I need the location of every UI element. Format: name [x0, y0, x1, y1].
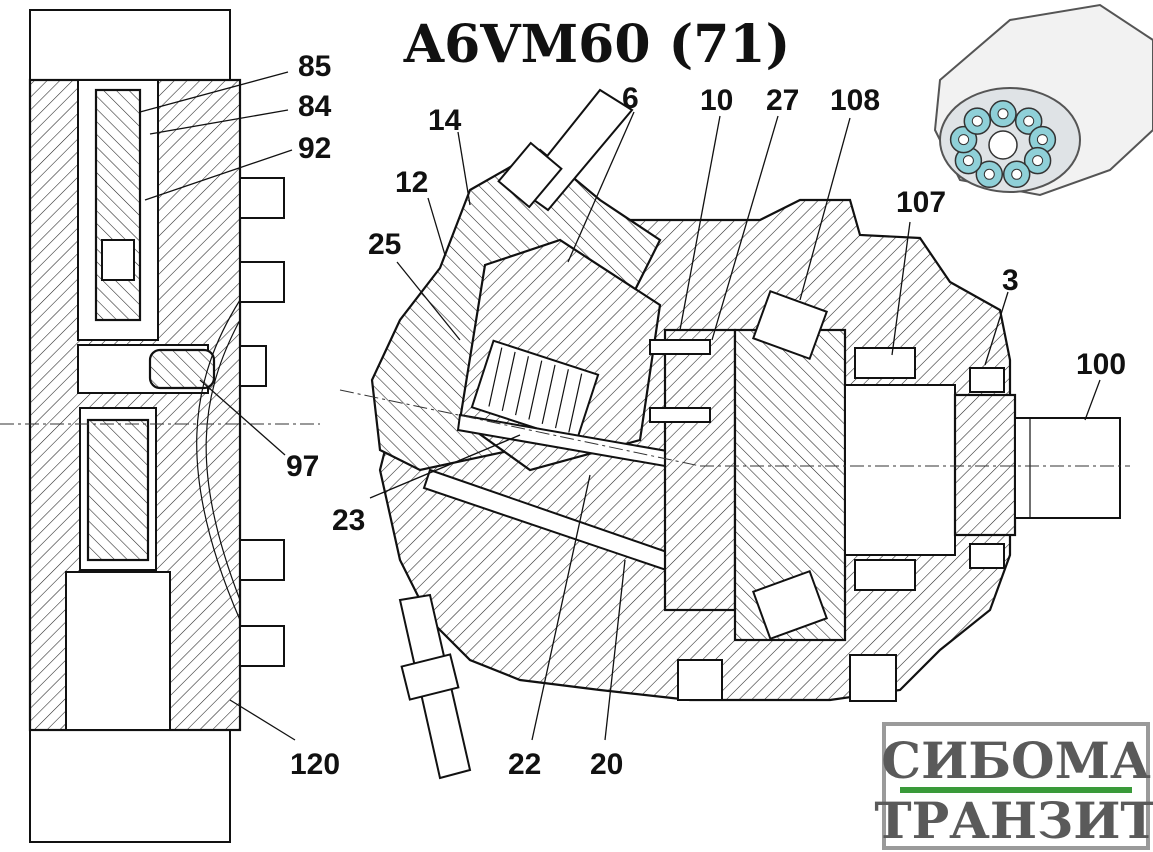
callout-14: 14 [428, 104, 462, 137]
motor-section-view [339, 88, 1130, 780]
center-hub [988, 130, 1018, 160]
piston-bore [958, 134, 970, 146]
callout-100: 100 [1076, 348, 1126, 381]
callout-6: 6 [622, 82, 639, 115]
piston-bore [1023, 115, 1035, 127]
company-logo: СИБОМА ТРАНЗИТ [874, 722, 1153, 850]
callout-22: 22 [508, 748, 541, 781]
piston-bore [997, 108, 1009, 120]
callout-108: 108 [830, 84, 880, 117]
logo-accent-stripe [900, 787, 1132, 793]
callout-107: 107 [896, 186, 946, 219]
callout-3: 3 [1002, 264, 1019, 297]
piston-bore [1032, 155, 1044, 167]
callout-20: 20 [590, 748, 623, 781]
callout-12: 12 [395, 166, 428, 199]
callout-27: 27 [766, 84, 799, 117]
piston-bore [962, 155, 974, 167]
callout-120: 120 [290, 748, 340, 781]
callout-97: 97 [286, 450, 319, 483]
callout-10: 10 [700, 84, 733, 117]
left-section-view [0, 9, 320, 843]
callout-85: 85 [298, 50, 331, 83]
rotating-group-photo [933, 3, 1153, 197]
piston-bore [971, 115, 983, 127]
callout-84: 84 [298, 90, 332, 123]
piston-bore [1011, 168, 1023, 180]
callout-23: 23 [332, 504, 365, 537]
piston-bore [983, 168, 995, 180]
logo-line-1: СИБОМА [881, 731, 1151, 790]
logo-line-2: ТРАНЗИТ [874, 791, 1153, 850]
callout-92: 92 [298, 132, 331, 165]
spring [488, 347, 583, 433]
drawing-title: A6VM60 (71) [403, 14, 790, 75]
callout-25: 25 [368, 228, 401, 261]
piston-bore [1036, 134, 1048, 146]
callouts: 85 84 92 14 12 25 6 10 27 108 107 3 100 … [139, 50, 1126, 781]
piston-set [949, 100, 1057, 189]
